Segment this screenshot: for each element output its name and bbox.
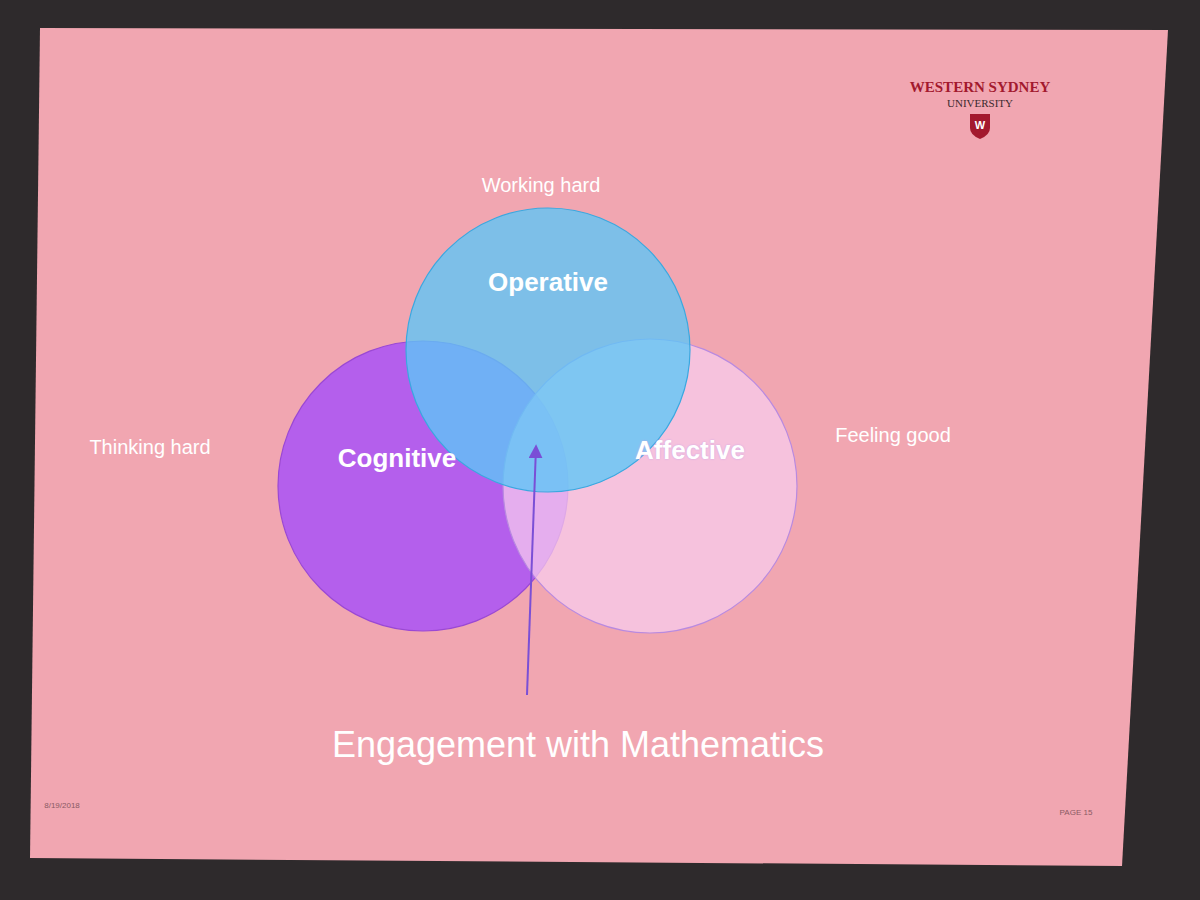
circle-caption: Working hard xyxy=(482,174,601,197)
page-number: PAGE 15 xyxy=(1060,808,1093,817)
slide-date: 8/19/2018 xyxy=(44,801,80,810)
circle-shape xyxy=(503,339,797,633)
slide-surface xyxy=(30,28,1168,866)
leader-arrow xyxy=(527,447,536,695)
circle-shape xyxy=(278,341,568,631)
callout-label: Engagement with Mathematics xyxy=(332,724,824,766)
circle-title: Operative xyxy=(488,267,608,298)
circle-title: Cognitive xyxy=(338,443,456,474)
circle-caption: Thinking hard xyxy=(89,436,210,459)
logo-letter: W xyxy=(975,119,985,131)
circle-title: Affective xyxy=(635,435,745,466)
logo-shield xyxy=(970,114,990,139)
logo-subtitle: UNIVERSITY xyxy=(947,97,1013,109)
circle-caption: Feeling good xyxy=(835,424,951,447)
logo-wordmark: WESTERN SYDNEY xyxy=(910,79,1050,96)
